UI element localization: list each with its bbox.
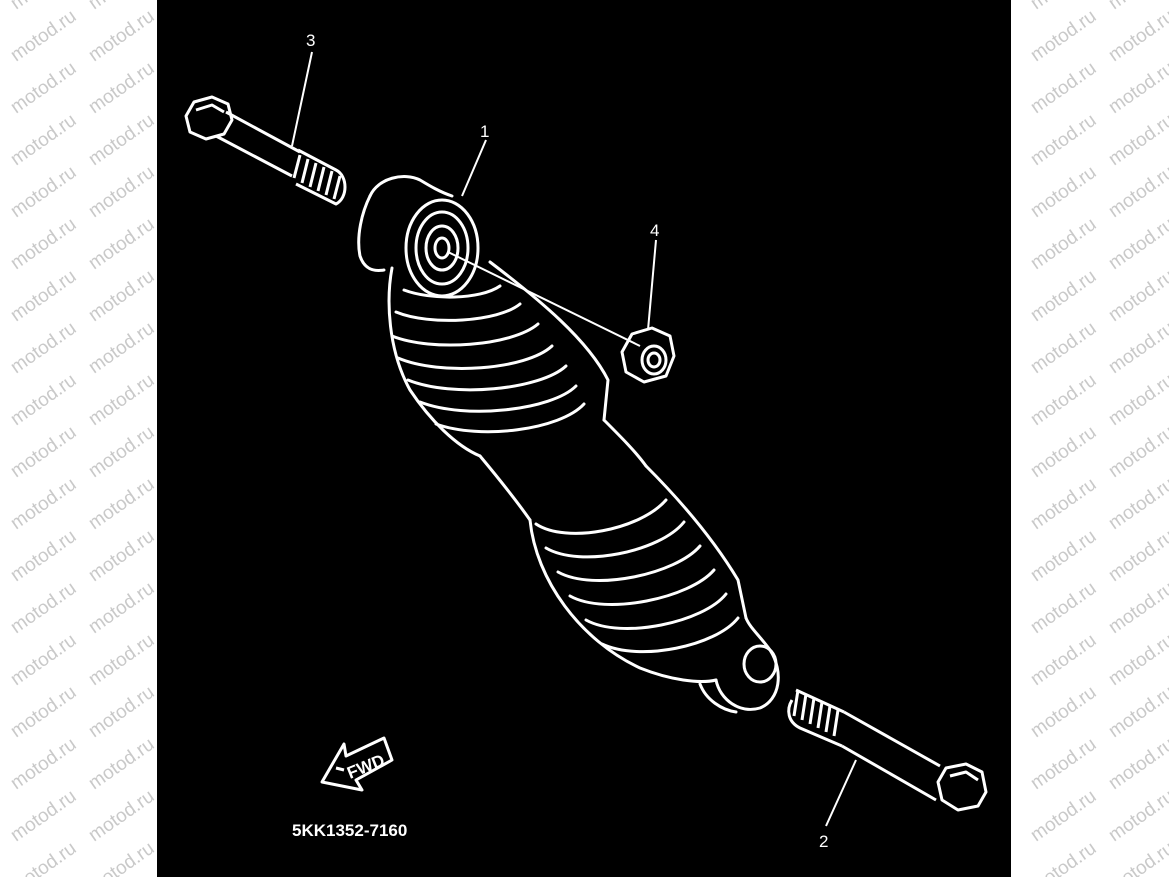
watermark-text: motod.ru [1027,162,1100,222]
callout-2: 2 [819,832,828,851]
watermark-text: motod.ru [7,682,80,742]
parts-diagram: 1 2 3 4 FWD 5KK1352-7160 [184,31,988,851]
watermark-text: motod.ru [1027,370,1100,430]
watermark-text: motod.ru [7,422,80,482]
watermark-text: motod.ru [85,318,158,378]
watermark-text: motod.ru [1105,58,1169,118]
watermark-text: motod.ru [85,682,158,742]
watermark-text: motod.ru [85,58,158,118]
watermark-text: motod.ru [1027,6,1100,66]
watermark-text: motod.ru [1027,786,1100,846]
watermark-text: motod.ru [85,110,158,170]
watermark-text: motod.ru [7,58,80,118]
watermark-text: motod.ru [1027,526,1100,586]
watermark-text: motod.ru [85,474,158,534]
watermark-text: motod.ru [7,318,80,378]
watermark-text: motod.ru [7,6,80,66]
watermark-text: motod.ru [1027,630,1100,690]
bolt-top [184,95,347,206]
watermark-text: motod.ru [85,6,158,66]
callout-1: 1 [480,122,489,141]
watermark-text: motod.ru [7,162,80,222]
watermark-text: motod.ru [85,370,158,430]
watermark-text: motod.ru [1105,6,1169,66]
watermark-text: motod.ru [85,630,158,690]
watermark-text: motod.ru [1105,734,1169,794]
watermark-text: motod.ru [1105,630,1169,690]
watermark-text: motod.ru [1027,110,1100,170]
watermark-text: motod.ru [7,370,80,430]
watermark-text: motod.ru [7,266,80,326]
watermark-text: motod.ru [85,526,158,586]
watermark-text: motod.ru [7,734,80,794]
watermark-text: motod.ru [85,214,158,274]
fwd-arrow-icon [320,736,394,792]
nut [620,326,676,384]
watermark-text: motod.ru [7,578,80,638]
watermark-text: motod.ru [7,214,80,274]
watermark-text: motod.ru [1105,318,1169,378]
watermark-text: motod.ru [1105,682,1169,742]
callout-3: 3 [306,31,315,50]
watermark-text: motod.ru [1027,734,1100,794]
watermark-text: motod.ru [85,578,158,638]
watermark-text: motod.ru [85,734,158,794]
part-code: 5KK1352-7160 [292,821,407,840]
watermark-text: motod.ru [1105,526,1169,586]
leader-lines [291,51,857,827]
bolt-bottom [787,688,988,812]
watermark-text: motod.ru [1027,474,1100,534]
watermark-text: motod.ru [85,422,158,482]
watermark-text: motod.ru [7,110,80,170]
watermark-text: motod.ru [7,630,80,690]
watermark-text: motod.ru [1027,58,1100,118]
watermark-text: motod.ru [7,474,80,534]
watermark-text: motod.ru [85,786,158,846]
watermark-text: motod.ru [1105,786,1169,846]
watermark-text: motod.ru [85,162,158,222]
watermark-text: motod.ru [1027,578,1100,638]
watermark-text: motod.ru [1105,162,1169,222]
watermark-text: motod.ru [1105,422,1169,482]
watermark-text: motod.ru [1105,578,1169,638]
watermark-text: motod.ru [1105,266,1169,326]
watermark-text: motod.ru [1105,370,1169,430]
watermark-text: motod.ru [7,526,80,586]
watermark-text: motod.ru [1027,266,1100,326]
shock-absorber [357,175,780,714]
watermark-text: motod.ru [1105,474,1169,534]
callout-4: 4 [650,221,659,240]
diagram-panel: 1 2 3 4 FWD 5KK1352-7160 [157,0,1011,877]
watermark-text: motod.ru [1027,318,1100,378]
watermark-text: motod.ru [1027,214,1100,274]
watermark-text: motod.ru [1027,422,1100,482]
watermark-text: motod.ru [1105,214,1169,274]
fwd-label: FWD [344,751,387,783]
watermark-text: motod.ru [1105,110,1169,170]
watermark-text: motod.ru [1027,682,1100,742]
watermark-text: motod.ru [7,786,80,846]
watermark-text: motod.ru [85,266,158,326]
